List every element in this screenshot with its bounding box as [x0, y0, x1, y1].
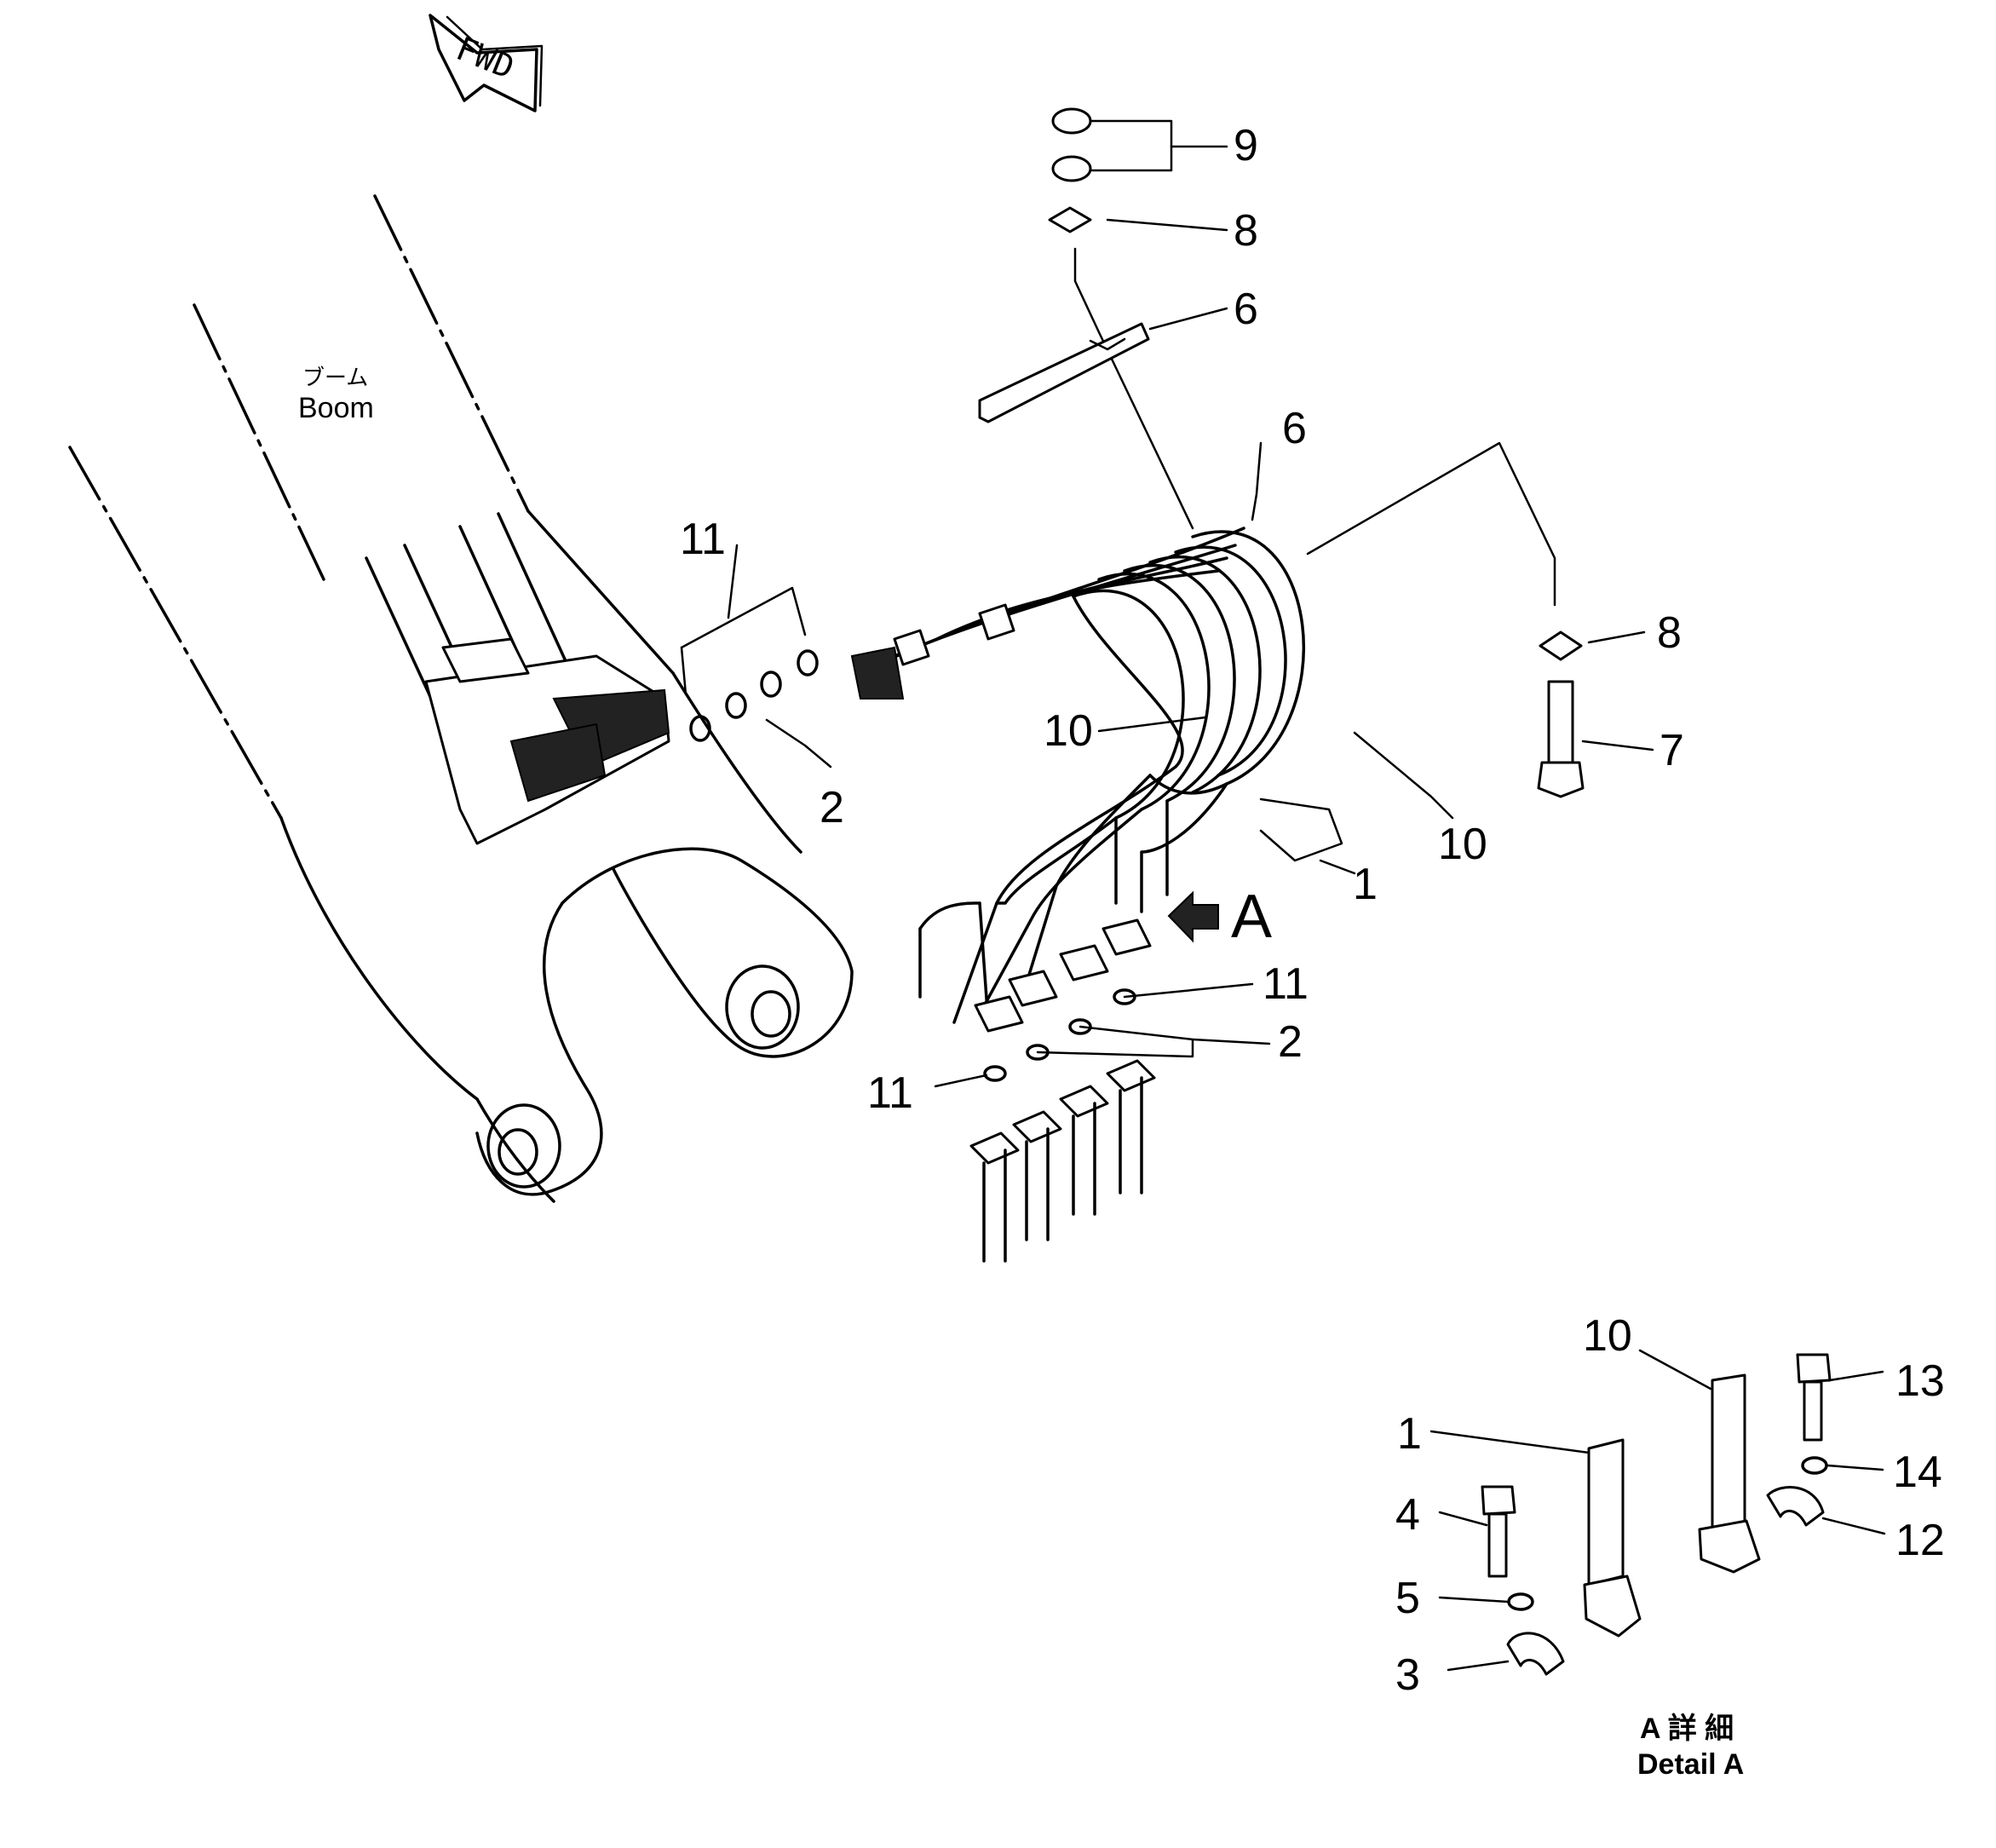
nut-9b: [1051, 155, 1092, 182]
right-bolt-parts: [1306, 441, 1585, 798]
callout-7: 7: [1659, 726, 1684, 775]
detail-callout-14: 14: [1893, 1448, 1942, 1497]
callout-10-right: 10: [1438, 820, 1487, 869]
callout-11-mid: 11: [1263, 959, 1309, 1009]
upper-clamp-parts: [978, 107, 1194, 530]
callout-2-mid: 2: [1278, 1017, 1303, 1067]
detail-label-en: Detail A: [1637, 1748, 1744, 1781]
detail-callout-3: 3: [1395, 1650, 1420, 1700]
callout-10-left: 10: [1044, 706, 1093, 756]
view-marker-a: A: [1231, 883, 1272, 951]
boom-label-jp: ブーム: [302, 366, 368, 391]
view-arrow-a: A: [1167, 883, 1272, 951]
callout-9: 9: [1234, 121, 1258, 170]
nut-9a: [1051, 107, 1092, 135]
callout-8-top: 8: [1234, 206, 1258, 256]
detail-a-parts: [1481, 1353, 1832, 1676]
fwd-arrow: FWD: [429, 14, 544, 112]
fwd-label: FWD: [452, 30, 520, 87]
callout-11-low: 11: [867, 1068, 913, 1118]
lower-tubes: [969, 1059, 1156, 1263]
callout-2-left: 2: [820, 783, 844, 832]
hose-flanges: [974, 918, 1152, 1082]
detail-callout-5: 5: [1395, 1574, 1420, 1623]
boom-pipe-block: [365, 512, 670, 845]
detail-callout-13: 13: [1895, 1356, 1945, 1406]
detail-label-jp: A 詳 細: [1640, 1713, 1734, 1745]
washer-8a: [1048, 206, 1092, 233]
detail-callout-1: 1: [1397, 1409, 1422, 1459]
boom-label-en: Boom: [298, 392, 374, 424]
callout-8-right: 8: [1657, 608, 1682, 658]
leader-lines: [727, 119, 1886, 1672]
callout-6-top: 6: [1234, 285, 1258, 334]
callout-1: 1: [1353, 860, 1378, 909]
clamp-6a: [978, 322, 1150, 423]
callout-11-top: 11: [680, 515, 726, 564]
callout-numbers: 9 8 6 6 11 8 7 10 10 1 2 11 2 11 10 13 1…: [680, 121, 1945, 1700]
detail-callout-4: 4: [1395, 1490, 1420, 1540]
detail-callout-12: 12: [1895, 1516, 1945, 1565]
boom-outline: [68, 194, 854, 1203]
callout-6-mid: 6: [1282, 404, 1307, 453]
hose-bundle: [850, 527, 1306, 1024]
orings-upper: [680, 586, 819, 742]
detail-callout-10: 10: [1583, 1311, 1632, 1361]
